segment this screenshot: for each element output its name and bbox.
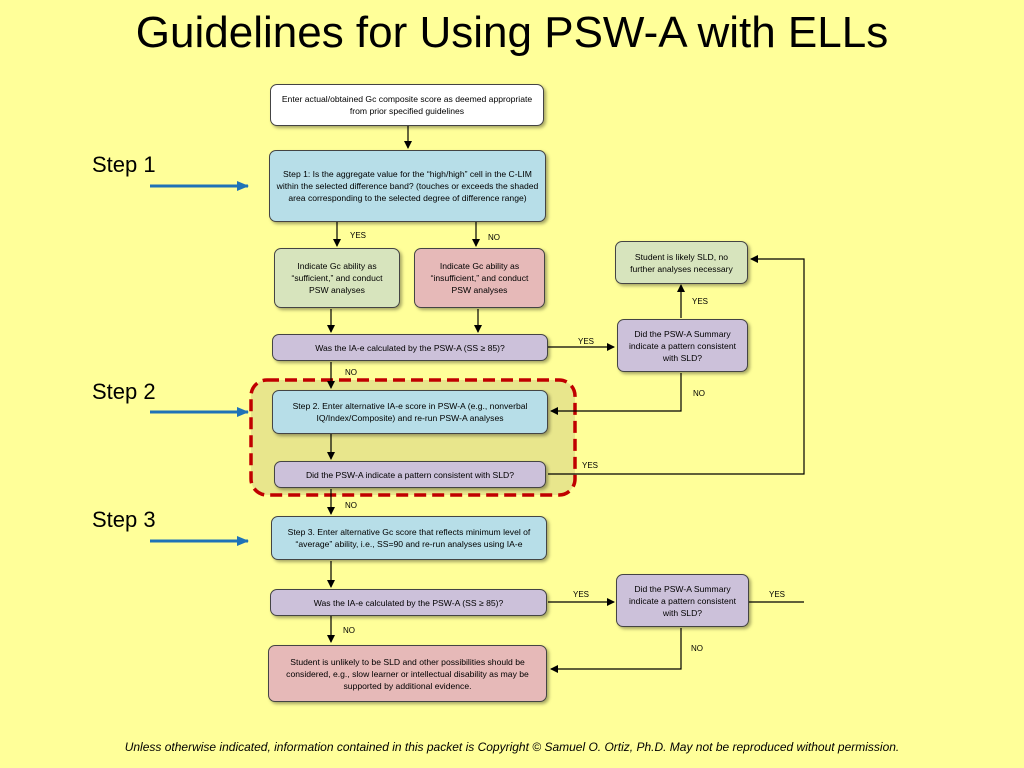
step3-label: Step 3 [92,507,156,532]
no-label: NO [345,501,357,510]
yes-label: YES [692,297,709,306]
yes-label: YES [578,337,595,346]
yes-label: YES [769,590,786,599]
copyright-footer: Unless otherwise indicated, information … [124,740,900,754]
summary-pattern-box-2: Did the PSW-A Summary indicate a pattern… [616,574,749,627]
no-label: NO [345,368,357,377]
yes-label: YES [582,461,599,470]
step2-label: Step 2 [92,379,156,404]
step1-question-box: Step 1: Is the aggregate value for the “… [269,150,546,222]
page-title: Guidelines for Using PSW-A with ELLs [135,8,889,57]
step2-enter-iae-box: Step 2. Enter alternative IA-e score in … [272,390,548,434]
summary-pattern-box-1: Did the PSW-A Summary indicate a pattern… [617,319,748,372]
iae-calculated-box-2: Was the IA-e calculated by the PSW-A (SS… [270,589,547,616]
yes-label: YES [350,231,367,240]
gc-sufficient-box: Indicate Gc ability as “sufficient,” and… [274,248,400,308]
no-label: NO [343,626,355,635]
iae-calculated-box-1: Was the IA-e calculated by the PSW-A (SS… [272,334,548,361]
no-label: NO [693,389,705,398]
yes-label: YES [573,590,590,599]
enter-gc-box: Enter actual/obtained Gc composite score… [270,84,544,126]
psw-pattern-box: Did the PSW-A indicate a pattern consist… [274,461,546,488]
unlikely-sld-box: Student is unlikely to be SLD and other … [268,645,547,702]
step1-label: Step 1 [92,152,156,177]
no-label: NO [691,644,703,653]
likely-sld-box: Student is likely SLD, no further analys… [615,241,748,284]
gc-insufficient-box: Indicate Gc ability as “insufficient,” a… [414,248,545,308]
no-label: NO [488,233,500,242]
step3-enter-gc-box: Step 3. Enter alternative Gc score that … [271,516,547,560]
